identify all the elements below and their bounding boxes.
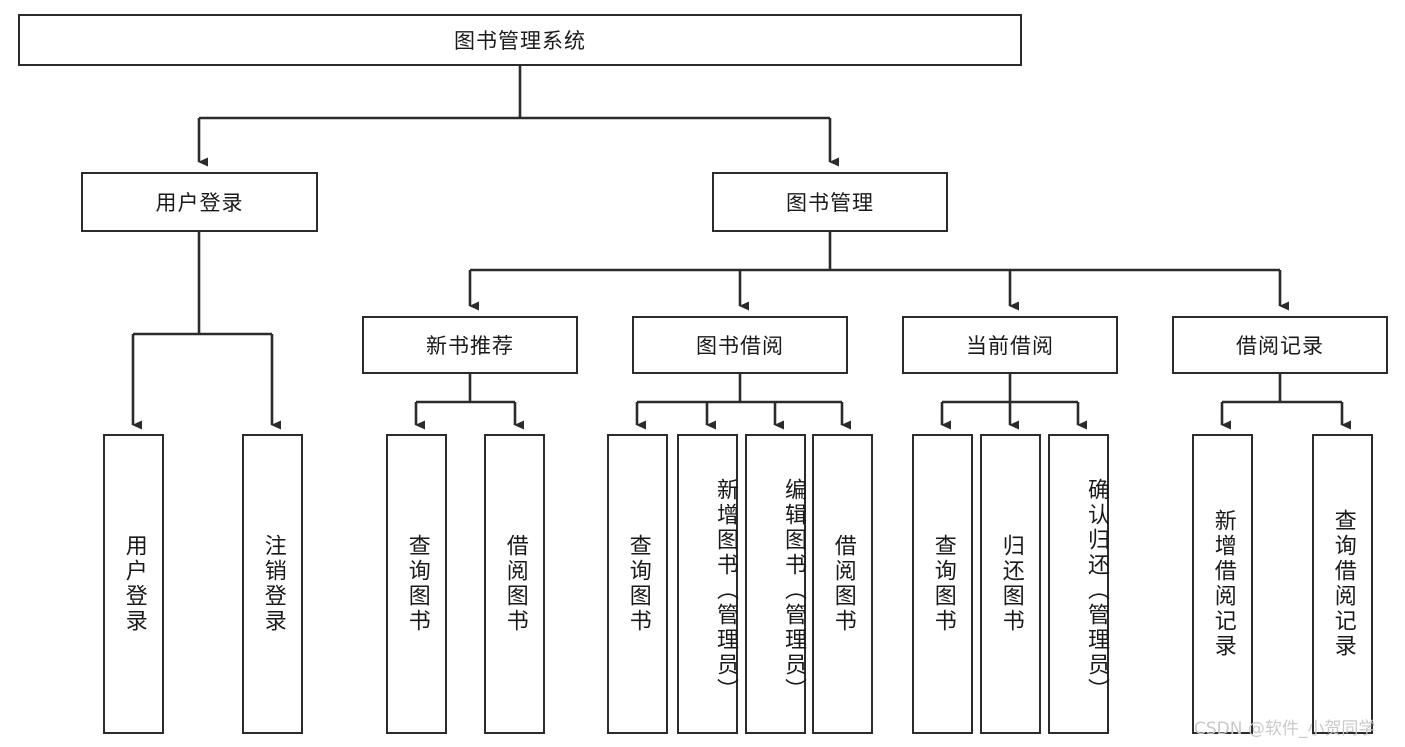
node-label: 注销登录 bbox=[260, 534, 286, 634]
csdn-watermark: CSDN @软件_小贺同学 bbox=[1194, 719, 1376, 739]
node-label: 图书管理系统 bbox=[454, 29, 586, 53]
node-label: 图书借阅 bbox=[696, 334, 784, 358]
node-book-manage[interactable]: 图书管理 bbox=[712, 172, 948, 232]
leaf-confirm-return-admin[interactable]: 确认归还（管理员） bbox=[1048, 434, 1109, 734]
node-label: 借阅图书 bbox=[502, 534, 528, 634]
node-root-system[interactable]: 图书管理系统 bbox=[18, 14, 1022, 66]
leaf-logout-login[interactable]: 注销登录 bbox=[242, 434, 303, 734]
node-label: 借阅记录 bbox=[1236, 334, 1324, 358]
node-new-book-recommend[interactable]: 新书推荐 bbox=[362, 316, 578, 374]
leaf-borrow-book-recommend[interactable]: 借阅图书 bbox=[484, 434, 545, 734]
leaf-add-borrow-record[interactable]: 新增借阅记录 bbox=[1192, 434, 1253, 734]
node-label: 图书管理 bbox=[786, 191, 874, 215]
leaf-query-book-current[interactable]: 查询图书 bbox=[912, 434, 973, 734]
node-borrow-record[interactable]: 借阅记录 bbox=[1172, 316, 1388, 374]
leaf-edit-book-admin[interactable]: 编辑图书（管理员） bbox=[745, 434, 806, 734]
node-label: 编辑图书（管理员） bbox=[781, 477, 806, 703]
node-current-borrow[interactable]: 当前借阅 bbox=[902, 316, 1118, 374]
node-book-borrow[interactable]: 图书借阅 bbox=[632, 316, 848, 374]
node-label: 查询图书 bbox=[625, 534, 651, 634]
node-label: 当前借阅 bbox=[966, 334, 1054, 358]
node-label: 确认归还（管理员） bbox=[1084, 477, 1109, 703]
leaf-query-book-recommend[interactable]: 查询图书 bbox=[386, 434, 447, 734]
node-label: 新增借阅记录 bbox=[1210, 509, 1236, 659]
node-user-login[interactable]: 用户登录 bbox=[81, 172, 318, 232]
node-label: 查询借阅记录 bbox=[1330, 509, 1356, 659]
node-label: 归还图书 bbox=[998, 534, 1024, 634]
node-label: 查询图书 bbox=[930, 534, 956, 634]
node-label: 借阅图书 bbox=[830, 534, 856, 634]
leaf-user-login[interactable]: 用户登录 bbox=[103, 434, 164, 734]
node-label: 查询图书 bbox=[404, 534, 430, 634]
leaf-borrow-book-borrow[interactable]: 借阅图书 bbox=[812, 434, 873, 734]
node-label: 新书推荐 bbox=[426, 334, 514, 358]
leaf-query-book-borrow[interactable]: 查询图书 bbox=[607, 434, 668, 734]
node-label: 用户登录 bbox=[155, 191, 244, 215]
leaf-return-book[interactable]: 归还图书 bbox=[980, 434, 1041, 734]
node-label: 新增图书（管理员） bbox=[713, 477, 738, 703]
leaf-query-borrow-record[interactable]: 查询借阅记录 bbox=[1312, 434, 1373, 734]
leaf-add-book-admin[interactable]: 新增图书（管理员） bbox=[677, 434, 738, 734]
node-label: 用户登录 bbox=[121, 534, 147, 634]
